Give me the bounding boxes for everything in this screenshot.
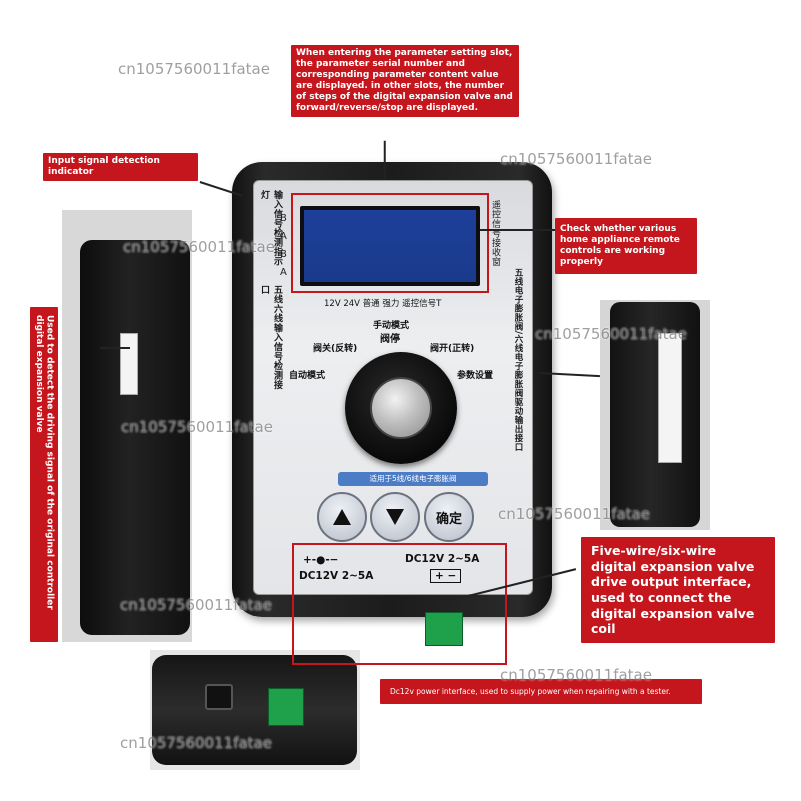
right-output-connector (658, 333, 682, 463)
watermark: cn1057560011fatae (120, 596, 272, 614)
bottom-power-terminal (268, 688, 304, 726)
leader-line (384, 140, 386, 179)
power-right-polarity: + − (430, 569, 462, 583)
leader-line (480, 229, 560, 231)
watermark: cn1057560011fatae (500, 150, 652, 168)
up-button[interactable] (317, 492, 367, 542)
down-button[interactable] (370, 492, 420, 542)
leader-line (100, 347, 130, 349)
valve-open-label: 阀开(正转) (430, 344, 475, 354)
power-left-symbol: +-●-− (303, 554, 339, 566)
indicator-letter: A (280, 267, 287, 278)
callout-remote-check: Check whether various home appliance rem… (555, 218, 697, 274)
watermark: cn1057560011fatae (498, 505, 650, 523)
label-remote-window: 遥控信号接收窗 (490, 200, 500, 267)
callout-output-interface: Five-wire/six-wire digital expansion val… (581, 537, 775, 643)
lcd-display (300, 206, 480, 286)
confirm-button[interactable]: 确定 (424, 492, 474, 542)
rotary-knob-cap (370, 377, 432, 439)
lcd-caption: 12V 24V 普通 强力 遥控信号T (324, 299, 442, 309)
power-right-rating: DC12V 2~5A (405, 553, 480, 565)
triangle-up-icon (333, 509, 351, 525)
indicator-letter: A (280, 231, 287, 242)
indicator-letter: B (280, 213, 287, 224)
callout-left-vertical: Used to detect the driving signal of the… (30, 307, 58, 642)
watermark: cn1057560011fatae (500, 666, 652, 684)
valve-close-label: 阀关(反转) (313, 344, 358, 354)
dc-jack (205, 684, 233, 710)
watermark: cn1057560011fatae (535, 325, 687, 343)
label-output-interface: 五线电子膨胀阀/六线电子膨胀阀驱动输出接口 (513, 268, 523, 452)
callout-input-indicator: Input signal detection indicator (43, 153, 198, 181)
right-side-device-view (610, 302, 700, 527)
indicator-letter: B (280, 249, 287, 260)
label-input-interface: 五线六线输入信号检测接口 (259, 285, 282, 390)
watermark: cn1057560011fatae (118, 60, 270, 78)
watermark: cn1057560011fatae (121, 418, 273, 436)
compatibility-banner: 适用于5线/6线电子膨胀阀 (338, 472, 488, 486)
left-side-device-view (80, 240, 190, 635)
bottom-side-device-view (152, 655, 357, 765)
auto-mode-label: 自动模式 (289, 371, 326, 381)
indicator-letters: B A B A (280, 210, 290, 282)
param-setting-label: 参数设置 (457, 371, 494, 381)
watermark: cn1057560011fatae (123, 238, 275, 256)
confirm-button-label: 确定 (435, 511, 462, 527)
left-input-connector (120, 333, 138, 395)
triangle-down-icon (386, 509, 404, 525)
manual-mode-label: 手动模式 (373, 321, 410, 331)
label-input-indicator: 输入信号检测指示灯 (259, 190, 282, 266)
power-highlight-frame (292, 543, 507, 665)
callout-top: When entering the parameter setting slot… (291, 45, 519, 117)
callout-power-interface: Dc12v power interface, used to supply po… (380, 679, 702, 705)
power-left-rating: DC12V 2~5A (299, 570, 374, 582)
valve-stop-label: 阀停 (380, 334, 400, 345)
watermark: cn1057560011fatae (120, 734, 272, 752)
front-power-terminal (425, 612, 463, 646)
lcd-highlight-frame (291, 193, 489, 293)
